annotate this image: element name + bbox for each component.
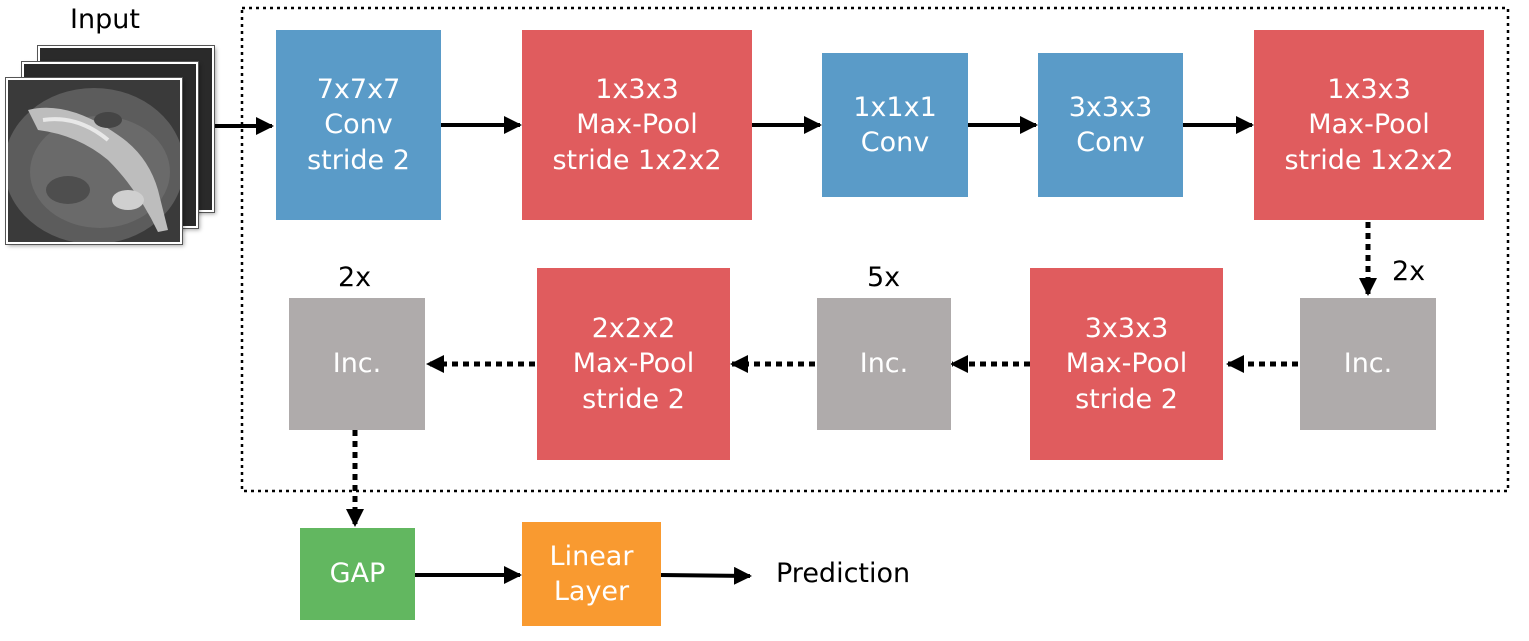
conv7-kernel-label: 7x7x7: [316, 74, 401, 106]
pool2-stride-label: stride 1x2x2: [1284, 144, 1454, 176]
maxpool-2x2x2-node: 2x2x2 Max-Pool stride 2: [537, 268, 730, 460]
pool1-stride-label: stride 1x2x2: [552, 144, 722, 176]
gap-node: GAP: [300, 528, 415, 620]
inc-b-repeat-label: 5x: [867, 262, 901, 293]
inception-node-b: Inc.: [817, 298, 951, 430]
pool4-type-label: Max-Pool: [572, 348, 695, 380]
pool4-stride-label: stride 2: [582, 383, 685, 415]
backbone-boundary: [240, 6, 1510, 493]
maxpool-1x3x3-node-2: 1x3x3 Max-Pool stride 1x2x2: [1254, 30, 1484, 220]
conv3-type-label: Conv: [1076, 127, 1145, 158]
linear-line1-label: Linear: [549, 540, 634, 572]
pool3-type-label: Max-Pool: [1065, 348, 1188, 380]
ct-scan-image: [8, 80, 180, 242]
pool1-kernel-label: 1x3x3: [595, 74, 679, 106]
arrow-linear-to-prediction: [660, 566, 752, 585]
conv-1x1x1-node: 1x1x1 Conv: [822, 53, 968, 197]
conv1-kernel-label: 1x1x1: [853, 91, 937, 123]
conv-7x7x7-stride2-node: 7x7x7 Conv stride 2: [276, 30, 441, 220]
inception-node-a: Inc.: [289, 298, 425, 430]
inc-a-label: Inc.: [332, 348, 382, 380]
conv-3x3x3-node: 3x3x3 Conv: [1038, 53, 1183, 197]
gap-label: GAP: [329, 558, 386, 590]
maxpool-3x3x3-node: 3x3x3 Max-Pool stride 2: [1030, 268, 1223, 460]
conv7-stride-label: stride 2: [307, 144, 410, 176]
pool2-kernel-label: 1x3x3: [1327, 74, 1411, 106]
inc-b-label: Inc.: [859, 348, 909, 380]
prediction-label: Prediction: [776, 558, 911, 589]
inc-c-label: Inc.: [1343, 348, 1393, 380]
inc-a-repeat-label: 2x: [338, 262, 372, 293]
conv1-type-label: Conv: [860, 127, 930, 158]
pool3-stride-label: stride 2: [1075, 383, 1178, 415]
input-label: Input: [70, 4, 140, 35]
pool4-kernel-label: 2x2x2: [591, 313, 676, 345]
maxpool-1x3x3-node-1: 1x3x3 Max-Pool stride 1x2x2: [522, 30, 752, 220]
inc-c-repeat-label: 2x: [1392, 256, 1426, 287]
inception-node-c: Inc.: [1300, 298, 1436, 430]
pool3-kernel-label: 3x3x3: [1084, 313, 1169, 345]
pool2-type-label: Max-Pool: [1308, 109, 1430, 141]
linear-line2-label: Layer: [553, 576, 630, 607]
linear-layer-node: Linear Layer: [522, 522, 661, 626]
ct-slice-front: [6, 78, 182, 244]
conv3-kernel-label: 3x3x3: [1068, 91, 1153, 123]
pool1-type-label: Max-Pool: [576, 109, 698, 141]
conv7-type-label: Conv: [324, 109, 393, 141]
